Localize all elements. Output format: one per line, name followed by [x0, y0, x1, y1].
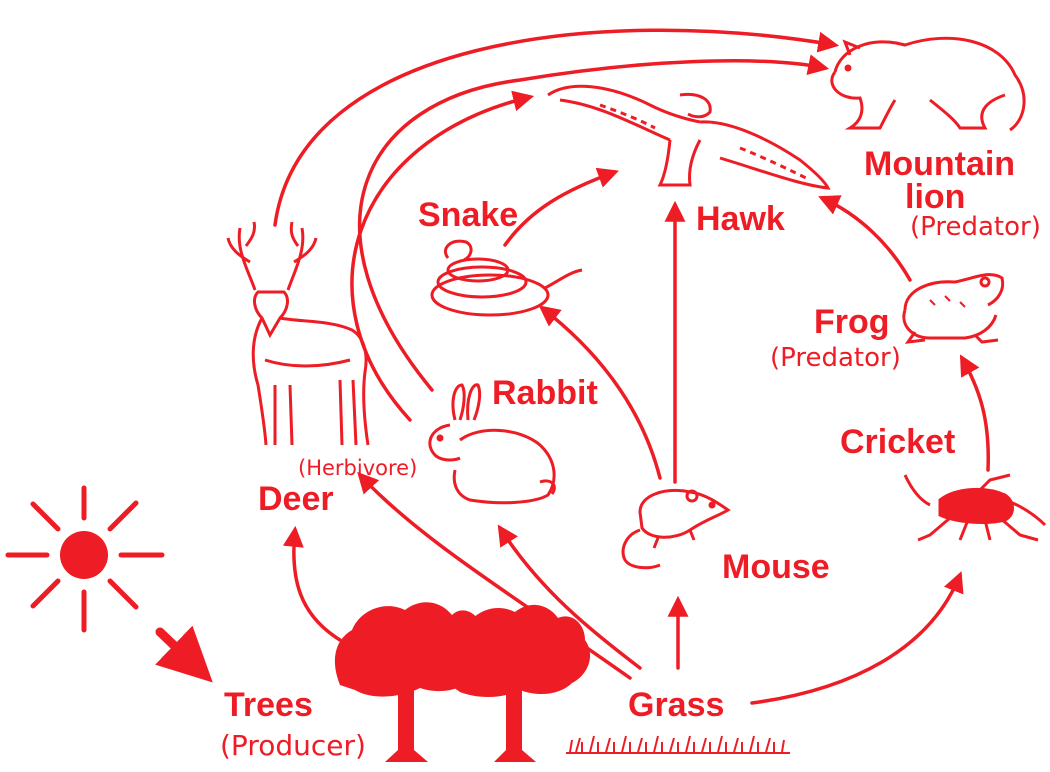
arrow-frog-to-hawk	[822, 198, 910, 280]
trees-icon	[335, 602, 590, 762]
arrow-sun-to-trees	[160, 632, 205, 675]
frog-label: Frog	[814, 305, 890, 339]
deer-icon	[228, 222, 368, 445]
mountain-lion-icon	[832, 38, 1024, 130]
arrow-trees-to-deer	[294, 530, 340, 640]
snake-label: Snake	[418, 198, 518, 232]
cricket-icon	[905, 475, 1045, 540]
mountain-lion-label-line2: lion	[905, 180, 965, 214]
mountain-lion-label-line1: Mountain	[864, 147, 1015, 181]
arrow-grass-to-cricket	[752, 575, 960, 703]
grass-label: Grass	[628, 688, 724, 722]
arrow-rabbit-to-hawk	[352, 97, 530, 420]
cricket-label: Cricket	[840, 425, 955, 459]
arrow-cricket-to-frog	[962, 358, 988, 470]
frog-icon	[904, 275, 1003, 342]
trees-label: Trees	[224, 688, 313, 722]
hawk-icon	[548, 86, 828, 188]
grass-icon	[566, 736, 790, 753]
frog-role: (Predator)	[770, 345, 901, 371]
mouse-icon	[623, 491, 728, 568]
mouse-label: Mouse	[722, 550, 830, 584]
rabbit-role: (Herbivore)	[298, 458, 417, 479]
deer-label: Deer	[258, 482, 334, 516]
hawk-label: Hawk	[696, 202, 785, 236]
arrow-snake-to-hawk	[505, 172, 615, 245]
rabbit-label: Rabbit	[492, 376, 598, 410]
snake-icon	[432, 241, 582, 315]
sun-icon	[8, 488, 162, 630]
trees-role: (Producer)	[220, 732, 366, 760]
mountain-lion-role: (Predator)	[910, 214, 1041, 240]
